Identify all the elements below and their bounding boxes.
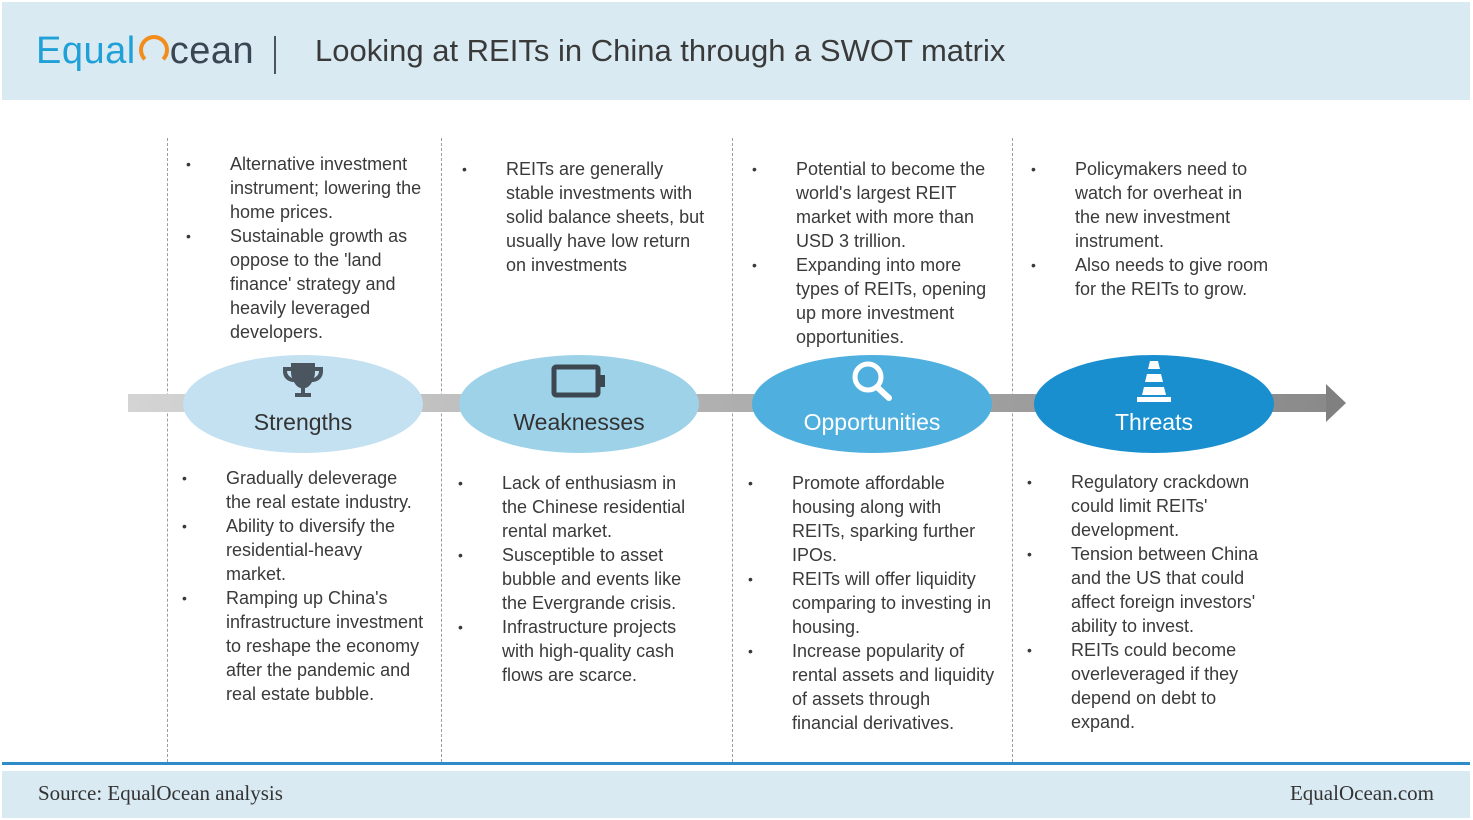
strengths-ellipse: Strengths bbox=[183, 355, 423, 453]
header-divider bbox=[274, 36, 276, 74]
opportunities-top-list: Potential to become the world's largest … bbox=[750, 157, 1000, 349]
list-item: Promote affordable housing along with RE… bbox=[746, 471, 996, 567]
page-title: Looking at REITs in China through a SWOT… bbox=[315, 33, 1006, 68]
list-item: Expanding into more types of REITs, open… bbox=[750, 253, 1000, 349]
list-item: Lack of enthusiasm in the Chinese reside… bbox=[456, 471, 706, 543]
strengths-bottom-list: Gradually deleverage the real estate ind… bbox=[180, 466, 425, 706]
list-item: Regulatory crackdown could limit REITs' … bbox=[1025, 470, 1275, 542]
list-item: Potential to become the world's largest … bbox=[750, 157, 1000, 253]
weaknesses-bottom-list: Lack of enthusiasm in the Chinese reside… bbox=[456, 471, 706, 687]
list-item: Infrastructure projects with high-qualit… bbox=[456, 615, 706, 687]
logo-text-ocean: cean bbox=[169, 30, 255, 72]
list-item: Gradually deleverage the real estate ind… bbox=[180, 466, 425, 514]
opportunities-label: Opportunities bbox=[803, 409, 941, 435]
list-item: Ramping up China's infrastructure invest… bbox=[180, 586, 425, 706]
column-divider bbox=[1012, 138, 1013, 762]
list-item: Also needs to give room for the REITs to… bbox=[1029, 253, 1269, 301]
header-banner: Equal cean Looking at REITs in China thro… bbox=[2, 2, 1470, 100]
trophy-icon bbox=[183, 361, 423, 401]
threats-ellipse: Threats bbox=[1034, 355, 1274, 453]
list-item: Alternative investment instrument; lower… bbox=[184, 152, 432, 224]
list-item: Increase popularity of rental assets and… bbox=[746, 639, 996, 735]
magnifier-icon bbox=[752, 361, 992, 401]
threats-top-list: Policymakers need to watch for overheat … bbox=[1029, 157, 1269, 301]
weaknesses-top-list: REITs are generally stable investments w… bbox=[460, 157, 705, 277]
strengths-label: Strengths bbox=[253, 409, 353, 435]
site-link[interactable]: EqualOcean.com bbox=[1289, 781, 1434, 805]
list-item: Ability to diversify the residential-hea… bbox=[180, 514, 425, 586]
footer-banner: Source: EqualOcean analysis EqualOcean.c… bbox=[2, 771, 1470, 818]
weaknesses-label: Weaknesses bbox=[513, 409, 645, 435]
column-divider bbox=[441, 138, 442, 762]
arrowhead-icon bbox=[1326, 384, 1346, 422]
column-divider bbox=[732, 138, 733, 762]
source-note: Source: EqualOcean analysis bbox=[38, 781, 283, 805]
list-item: Susceptible to asset bubble and events l… bbox=[456, 543, 706, 615]
list-item: Policymakers need to watch for overheat … bbox=[1029, 157, 1269, 253]
footer-divider bbox=[2, 762, 1470, 765]
list-item: Tension between China and the US that co… bbox=[1025, 542, 1275, 638]
logo-ring-icon bbox=[138, 34, 169, 65]
traffic-cone-icon bbox=[1034, 361, 1274, 402]
threats-label: Threats bbox=[1115, 409, 1193, 435]
list-item: REITs could become overleveraged if they… bbox=[1025, 638, 1275, 734]
opportunities-bottom-list: Promote affordable housing along with RE… bbox=[746, 471, 996, 735]
battery-low-icon bbox=[459, 361, 699, 401]
weaknesses-ellipse: Weaknesses bbox=[459, 355, 699, 453]
list-item: Sustainable growth as oppose to the 'lan… bbox=[184, 224, 432, 344]
logo-text-equal: Equal bbox=[36, 30, 136, 72]
strengths-top-list: Alternative investment instrument; lower… bbox=[184, 152, 432, 344]
opportunities-ellipse: Opportunities bbox=[752, 355, 992, 453]
threats-bottom-list: Regulatory crackdown could limit REITs' … bbox=[1025, 470, 1275, 734]
column-divider bbox=[167, 138, 168, 762]
timeline-bar bbox=[128, 394, 1328, 412]
equalocean-logo: Equal cean bbox=[36, 30, 254, 73]
list-item: REITs will offer liquidity comparing to … bbox=[746, 567, 996, 639]
list-item: REITs are generally stable investments w… bbox=[460, 157, 705, 277]
